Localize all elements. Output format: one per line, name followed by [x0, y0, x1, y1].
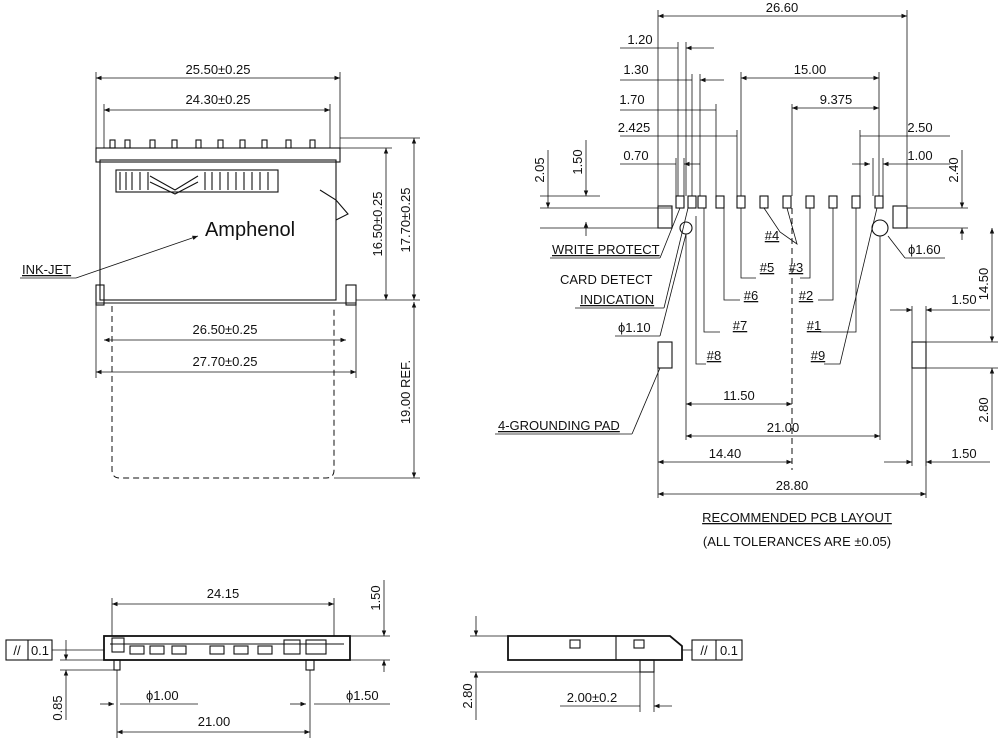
pin-8: #8 — [707, 348, 721, 363]
flatness-symbol-right: // — [700, 643, 708, 658]
dim-1-50-v: 1.50 — [570, 149, 585, 174]
front-dim-1-50: 1.50 — [368, 585, 383, 610]
pcb-layout-tolerance: (ALL TOLERANCES ARE ±0.05) — [703, 534, 891, 549]
pcb-layout: 26.60 1.20 1.30 15.00 1.70 9.375 2.425 2… — [495, 0, 998, 549]
flatness-symbol-left: // — [13, 643, 21, 658]
dim-15-00: 15.00 — [794, 62, 827, 77]
dim-0-70: 0.70 — [623, 148, 648, 163]
right-foot — [345, 284, 357, 306]
label-phi-1-60: ϕ1.60 — [908, 242, 941, 257]
left-foot — [95, 284, 105, 306]
dim-1-00: 1.00 — [907, 148, 932, 163]
pin-7: #7 — [733, 318, 747, 333]
label-grounding-pad: 4-GROUNDING PAD — [498, 418, 620, 433]
dim-2-40: 2.40 — [946, 157, 961, 182]
front-phi-1-00: ϕ1.00 — [146, 688, 179, 703]
front-body — [103, 635, 351, 661]
dim-card-width-a: 26.50±0.25 — [193, 322, 258, 337]
ground-pad-top-left — [657, 205, 673, 229]
dim-14-40: 14.40 — [709, 446, 742, 461]
front-view: 24.15 1.50 0.85 // 0.1 21.00 ϕ1.00 ϕ1.50 — [5, 580, 390, 738]
dim-card-ref: 19.00 REF. — [398, 360, 413, 424]
pin-9: #9 — [811, 348, 825, 363]
ground-pad-top-right — [892, 205, 908, 229]
dim-1-50-r: 1.50 — [951, 292, 976, 307]
pin-2: #2 — [799, 288, 813, 303]
dim-inner-width: 24.30±0.25 — [186, 92, 251, 107]
switch-mechanism — [115, 169, 279, 195]
dim-card-width-b: 27.70±0.25 — [193, 354, 258, 369]
label-card-detect-indication: INDICATION — [580, 292, 654, 307]
side-dim-2-80: 2.80 — [460, 683, 475, 708]
dim-2-425: 2.425 — [618, 120, 651, 135]
side-dim-2-00: 2.00±0.2 — [567, 690, 618, 705]
label-card-detect: CARD DETECT — [560, 272, 653, 287]
side-window-left — [569, 639, 581, 649]
dim-overall-width: 25.50±0.25 — [186, 62, 251, 77]
brand-label: Amphenol — [205, 219, 295, 241]
ground-pad-bottom-right — [911, 341, 927, 369]
dim-21-00: 21.00 — [767, 420, 800, 435]
contact-fingers — [109, 139, 316, 149]
front-dim-21-00: 21.00 — [198, 714, 231, 729]
hole-right — [871, 219, 889, 237]
top-view: 25.50±0.25 24.30±0.25 16.50±0.25 17.70±0… — [20, 62, 420, 479]
pcb-layout-title: RECOMMENDED PCB LAYOUT — [702, 510, 892, 525]
dim-height-a: 16.50±0.25 — [370, 192, 385, 257]
peg-left — [113, 659, 121, 671]
dim-2-05: 2.05 — [532, 157, 547, 182]
front-dim-0-85: 0.85 — [50, 695, 65, 720]
dim-14-50: 14.50 — [976, 268, 991, 301]
front-dim-24-15: 24.15 — [207, 586, 240, 601]
dim-height-b: 17.70±0.25 — [398, 188, 413, 253]
pin-1: #1 — [807, 318, 821, 333]
side-peg — [639, 659, 655, 673]
side-body — [507, 635, 683, 661]
pin-leaders — [695, 207, 878, 365]
inkjet-label: INK-JET — [22, 262, 71, 277]
dim-28-80: 28.80 — [776, 478, 809, 493]
label-phi-1-10: ϕ1.10 — [618, 320, 651, 335]
label-write-protect: WRITE PROTECT — [552, 242, 660, 257]
side-latch — [319, 189, 349, 221]
dim-11-50: 11.50 — [723, 388, 755, 403]
dim-1-70: 1.70 — [619, 92, 644, 107]
connector-body — [99, 159, 337, 301]
front-contacts — [111, 637, 327, 655]
pin-5: #5 — [760, 260, 774, 275]
dim-9-375: 9.375 — [820, 92, 853, 107]
side-view: 2.80 2.00±0.2 // 0.1 — [460, 616, 743, 720]
dim-1-20: 1.20 — [627, 32, 652, 47]
signal-pads — [675, 195, 884, 209]
front-phi-1-50: ϕ1.50 — [346, 688, 379, 703]
side-window-right — [633, 639, 645, 649]
dim-1-30: 1.30 — [623, 62, 648, 77]
card-outline — [111, 306, 335, 479]
dim-26-60: 26.60 — [766, 0, 799, 15]
pin-3: #3 — [789, 260, 803, 275]
dim-1-50-rb: 1.50 — [951, 446, 976, 461]
ground-pad-bottom-left — [657, 341, 673, 369]
peg-right — [305, 659, 315, 671]
flatness-value-left: 0.1 — [31, 643, 49, 658]
pin-4: #4 — [765, 228, 779, 243]
flatness-value-right: 0.1 — [720, 643, 738, 658]
pin-6: #6 — [744, 288, 758, 303]
dim-2-50: 2.50 — [907, 120, 932, 135]
dim-2-80: 2.80 — [976, 397, 991, 422]
